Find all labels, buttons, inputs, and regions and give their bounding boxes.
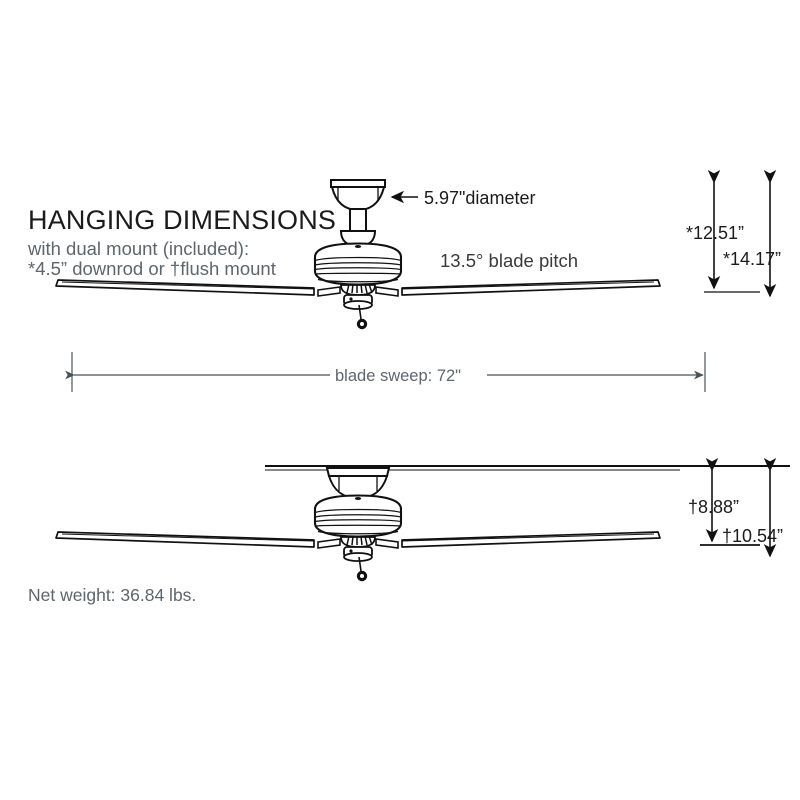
downrod-overall-height-label: *14.17” — [723, 249, 782, 269]
top-dimension-lines — [704, 170, 777, 298]
bottom-fan-assembly — [55, 465, 790, 583]
flush-overall-height-label: †10.54” — [722, 526, 784, 546]
net-weight-label: Net weight: 36.84 lbs. — [28, 585, 197, 605]
bottom-dimension-lines — [700, 458, 777, 558]
subtitle-line-2: *4.5” downrod or †flush mount — [28, 258, 276, 279]
blade-sweep-label: blade sweep: 72" — [335, 367, 462, 385]
blade-pitch-label: 13.5° blade pitch — [440, 250, 579, 271]
page-title: HANGING DIMENSIONS — [28, 205, 337, 235]
blade-sweep-dimension — [65, 352, 706, 392]
subtitle-line-1: with dual mount (included): — [28, 238, 250, 259]
downrod-height-to-blade-label: *12.51” — [686, 223, 745, 243]
flush-height-to-blade-label: †8.88” — [688, 497, 740, 517]
top-fan-assembly — [55, 179, 661, 331]
canopy-diameter-label: 5.97"diameter — [424, 188, 536, 208]
